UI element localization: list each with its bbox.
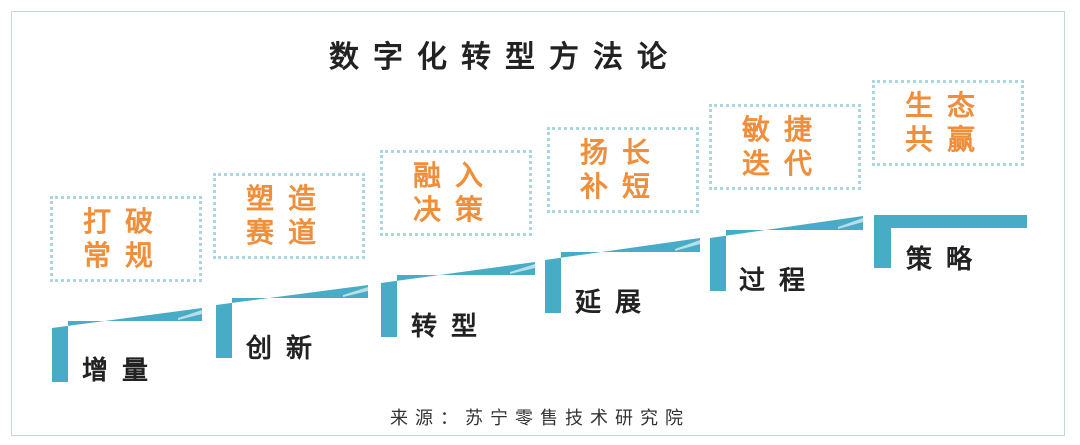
step-5-box: 敏捷迭代 [709, 104, 861, 190]
step-2-box: 塑造赛道 [213, 173, 365, 259]
step-3-label: 转型 [411, 312, 492, 342]
step-3-box-line1: 融入 [413, 159, 498, 192]
step-5-box-line2: 迭代 [742, 147, 827, 180]
step-3-accent [510, 264, 535, 274]
step-4-box: 扬长补短 [547, 127, 699, 213]
step-2-accent [343, 287, 368, 297]
step-4-accent [675, 240, 700, 251]
step-1-box-line2: 常规 [83, 239, 168, 272]
step-2-label: 创新 [246, 334, 327, 364]
step-6-shape [874, 215, 1027, 268]
step-2-box-line2: 赛道 [246, 216, 331, 249]
step-6-label: 策略 [906, 245, 987, 275]
source-caption: 来源：苏宁零售技术研究院 [390, 408, 690, 429]
step-4-box-line1: 扬长 [580, 136, 665, 169]
step-4-shape [545, 238, 700, 313]
step-6-box-line1: 生态 [905, 89, 990, 122]
step-3-box-line2: 决策 [413, 193, 498, 226]
step-1-accent [178, 310, 202, 320]
step-5-accent [838, 218, 863, 229]
step-6-box: 生态共赢 [872, 80, 1024, 166]
step-5-label: 过程 [739, 266, 820, 296]
step-4-label: 延展 [575, 288, 656, 318]
diagram-frame [11, 11, 1065, 436]
step-3-box: 融入决策 [380, 150, 532, 236]
step-1-box-line1: 打破 [83, 205, 168, 238]
step-5-shape [710, 216, 863, 291]
diagram-title: 数字化转型方法论 [329, 40, 681, 75]
step-4-box-line2: 补短 [580, 170, 665, 203]
step-2-box-line1: 塑造 [246, 182, 331, 215]
step-5-box-line1: 敏捷 [742, 113, 827, 146]
step-1-label: 增量 [82, 356, 163, 386]
step-6-box-line2: 共赢 [905, 123, 990, 156]
step-1-box: 打破常规 [50, 196, 202, 282]
